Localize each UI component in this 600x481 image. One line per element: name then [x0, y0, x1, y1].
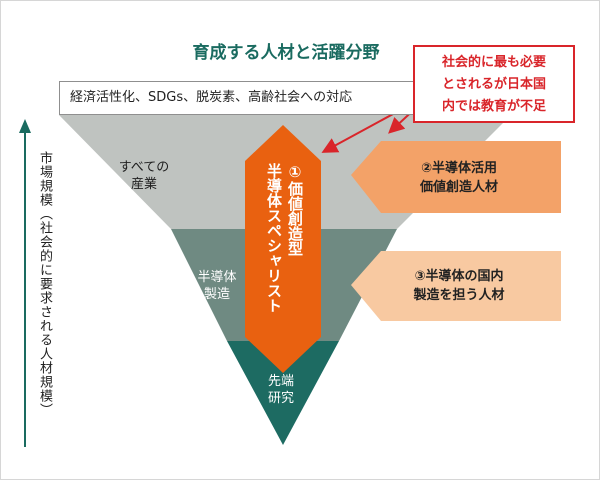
label-advanced-research: 先端 研究	[241, 373, 321, 407]
callout-box: 社会的に最も必要 とされるが日本国 内では教育が不足	[413, 45, 575, 123]
arrow-3-label: ③半導体の国内 製造を担う人材	[379, 267, 539, 305]
arrow-2-line: 価値創造人材	[419, 180, 498, 195]
arrow-2-label: ②半導体活用 価値創造人材	[379, 159, 539, 197]
label-line: すべての	[118, 160, 170, 175]
axis-label: 市場規模（社会的に要求される人材規模）	[37, 151, 52, 417]
label-all-industries: すべての 産業	[99, 159, 189, 193]
callout-line: 社会的に最も必要	[441, 55, 546, 70]
specialist-line: ①価値創造型	[286, 163, 304, 256]
subtitle-text: 経済活性化、SDGs、脱炭素、高齢社会への対応	[70, 90, 353, 105]
label-semiconductor-manufacturing: 半導体 製造	[177, 269, 257, 303]
label-line: 先端	[267, 374, 294, 389]
label-line: 産業	[130, 177, 157, 192]
arrow-3-shape	[351, 251, 561, 321]
callout-line: 内では教育が不足	[441, 99, 546, 114]
specialist-hexagon	[245, 125, 321, 373]
label-line: 半導体	[197, 270, 237, 285]
band-advanced-research	[227, 341, 339, 445]
callout-line: とされるが日本国	[441, 77, 546, 92]
arrow-2-line: ②半導体活用	[420, 161, 497, 176]
axis-arrow-head	[19, 119, 31, 133]
specialist-line: 半導体スペシャリスト	[265, 163, 283, 313]
specialist-label: ①価値創造型 半導体スペシャリスト	[263, 163, 305, 333]
arrow-3-line: 製造を担う人材	[413, 288, 505, 303]
page-title: 育成する人材と活躍分野	[192, 43, 380, 63]
arrow-3-line: ③半導体の国内	[414, 269, 504, 284]
label-line: 製造	[203, 287, 230, 302]
arrow-2-shape	[351, 141, 561, 213]
subtitle-box: 経済活性化、SDGs、脱炭素、高齢社会への対応	[59, 81, 455, 115]
label-line: 研究	[267, 391, 294, 406]
